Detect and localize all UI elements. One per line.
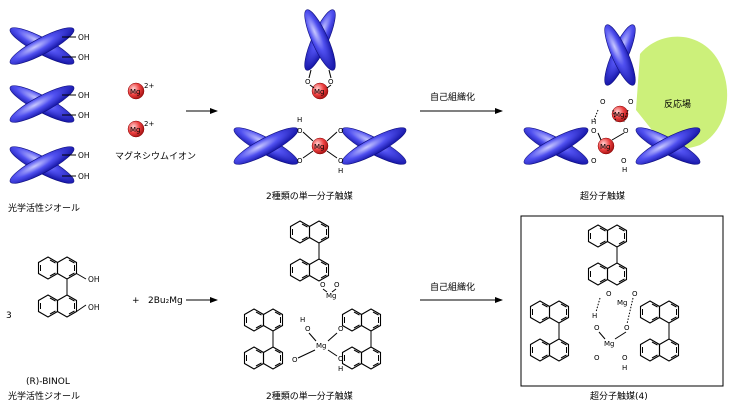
svg-text:H: H: [338, 365, 343, 373]
svg-text:OH: OH: [78, 172, 90, 181]
catalyst-pair-top: O O Mg Mg H O O O O H: [230, 6, 410, 175]
self-assembly-label-top: 自己組織化: [430, 91, 475, 103]
svg-text:2+: 2+: [144, 120, 154, 128]
svg-text:Mg: Mg: [130, 88, 140, 96]
svg-text:H: H: [297, 116, 302, 124]
binol-coefficient: 3: [6, 311, 12, 321]
svg-text:H: H: [622, 166, 627, 174]
svg-text:OH: OH: [78, 151, 90, 160]
plus-sign: +: [132, 296, 140, 306]
svg-text:O: O: [623, 127, 629, 135]
diol-1: OH OH: [6, 21, 90, 71]
svg-text:O: O: [600, 98, 606, 106]
svg-text:Mg: Mg: [617, 299, 627, 307]
svg-text:O: O: [594, 324, 600, 332]
mg-ion-2: Mg 2+: [127, 120, 154, 138]
svg-text:反応場: 反応場: [664, 98, 691, 110]
svg-text:O: O: [624, 324, 630, 332]
svg-text:O: O: [338, 157, 344, 165]
diol-3: OH OH: [6, 140, 90, 190]
svg-text:Mg: Mg: [314, 143, 324, 151]
svg-text:Mg: Mg: [326, 292, 336, 300]
supramolecular-catalyst-4: O O Mg H O O Mg O O H: [531, 225, 679, 372]
svg-text:OH: OH: [88, 303, 100, 312]
svg-text:H: H: [338, 167, 343, 175]
svg-text:O: O: [621, 157, 627, 165]
svg-text:OH: OH: [78, 53, 90, 62]
svg-text:OH: OH: [78, 91, 90, 100]
svg-text:H: H: [592, 312, 597, 320]
svg-text:OH: OH: [78, 111, 90, 120]
catalyst-two-label-bottom: 2種類の単一分子触媒: [266, 390, 353, 402]
svg-text:Mg: Mg: [614, 111, 624, 119]
mg-ion-name: マグネシウムイオン: [115, 150, 196, 162]
svg-text:O: O: [632, 290, 638, 298]
svg-text:O: O: [591, 127, 597, 135]
catalyst-pair-bottom: O O Mg H O O Mg O O H: [245, 221, 381, 373]
binol-name: (R)-BINOL: [26, 377, 70, 387]
svg-text:O: O: [338, 355, 344, 363]
svg-text:O: O: [320, 281, 326, 289]
svg-text:2+: 2+: [144, 82, 154, 90]
catalyst-two-label: 2種類の単一分子触媒: [266, 190, 353, 202]
svg-text:H: H: [622, 364, 627, 372]
svg-text:H: H: [591, 118, 596, 126]
svg-text:O: O: [292, 356, 298, 364]
svg-text:Mg: Mg: [604, 340, 614, 348]
svg-text:O: O: [305, 78, 311, 86]
svg-text:Mg: Mg: [314, 88, 324, 96]
chiral-diol-label-top: 光学活性ジオール: [8, 202, 80, 214]
self-assembly-label-bottom: 自己組織化: [430, 281, 475, 293]
svg-text:OH: OH: [78, 33, 90, 42]
supramolecular-label-4: 超分子触媒(4): [590, 390, 648, 402]
svg-text:H: H: [300, 316, 305, 324]
svg-text:O: O: [338, 325, 344, 333]
svg-text:O: O: [591, 157, 597, 165]
svg-text:O: O: [606, 290, 612, 298]
chiral-diol-label-bottom: 光学活性ジオール: [8, 390, 80, 402]
svg-text:Mg: Mg: [600, 143, 610, 151]
svg-text:O: O: [305, 325, 311, 333]
svg-text:O: O: [297, 127, 303, 135]
supramolecular-catalyst-top: 反応場 Mg Mg O O H O O O O H: [520, 21, 728, 174]
reaction-field-blob: [636, 36, 728, 149]
svg-text:Mg: Mg: [130, 126, 140, 134]
svg-text:O: O: [328, 78, 334, 86]
mg-ion-1: Mg 2+: [127, 82, 154, 100]
svg-text:O: O: [297, 157, 303, 165]
supramolecular-label-top: 超分子触媒: [580, 190, 625, 202]
svg-text:O: O: [594, 354, 600, 362]
svg-text:Mg: Mg: [316, 342, 326, 350]
binol-molecule: [39, 257, 87, 317]
diol-2: OH OH: [6, 79, 90, 129]
svg-text:O: O: [628, 98, 634, 106]
svg-text:O: O: [622, 354, 628, 362]
svg-text:O: O: [334, 281, 340, 289]
svg-text:O: O: [338, 127, 344, 135]
svg-text:OH: OH: [88, 275, 100, 284]
dibutylmagnesium: 2Bu₂Mg: [148, 296, 183, 306]
